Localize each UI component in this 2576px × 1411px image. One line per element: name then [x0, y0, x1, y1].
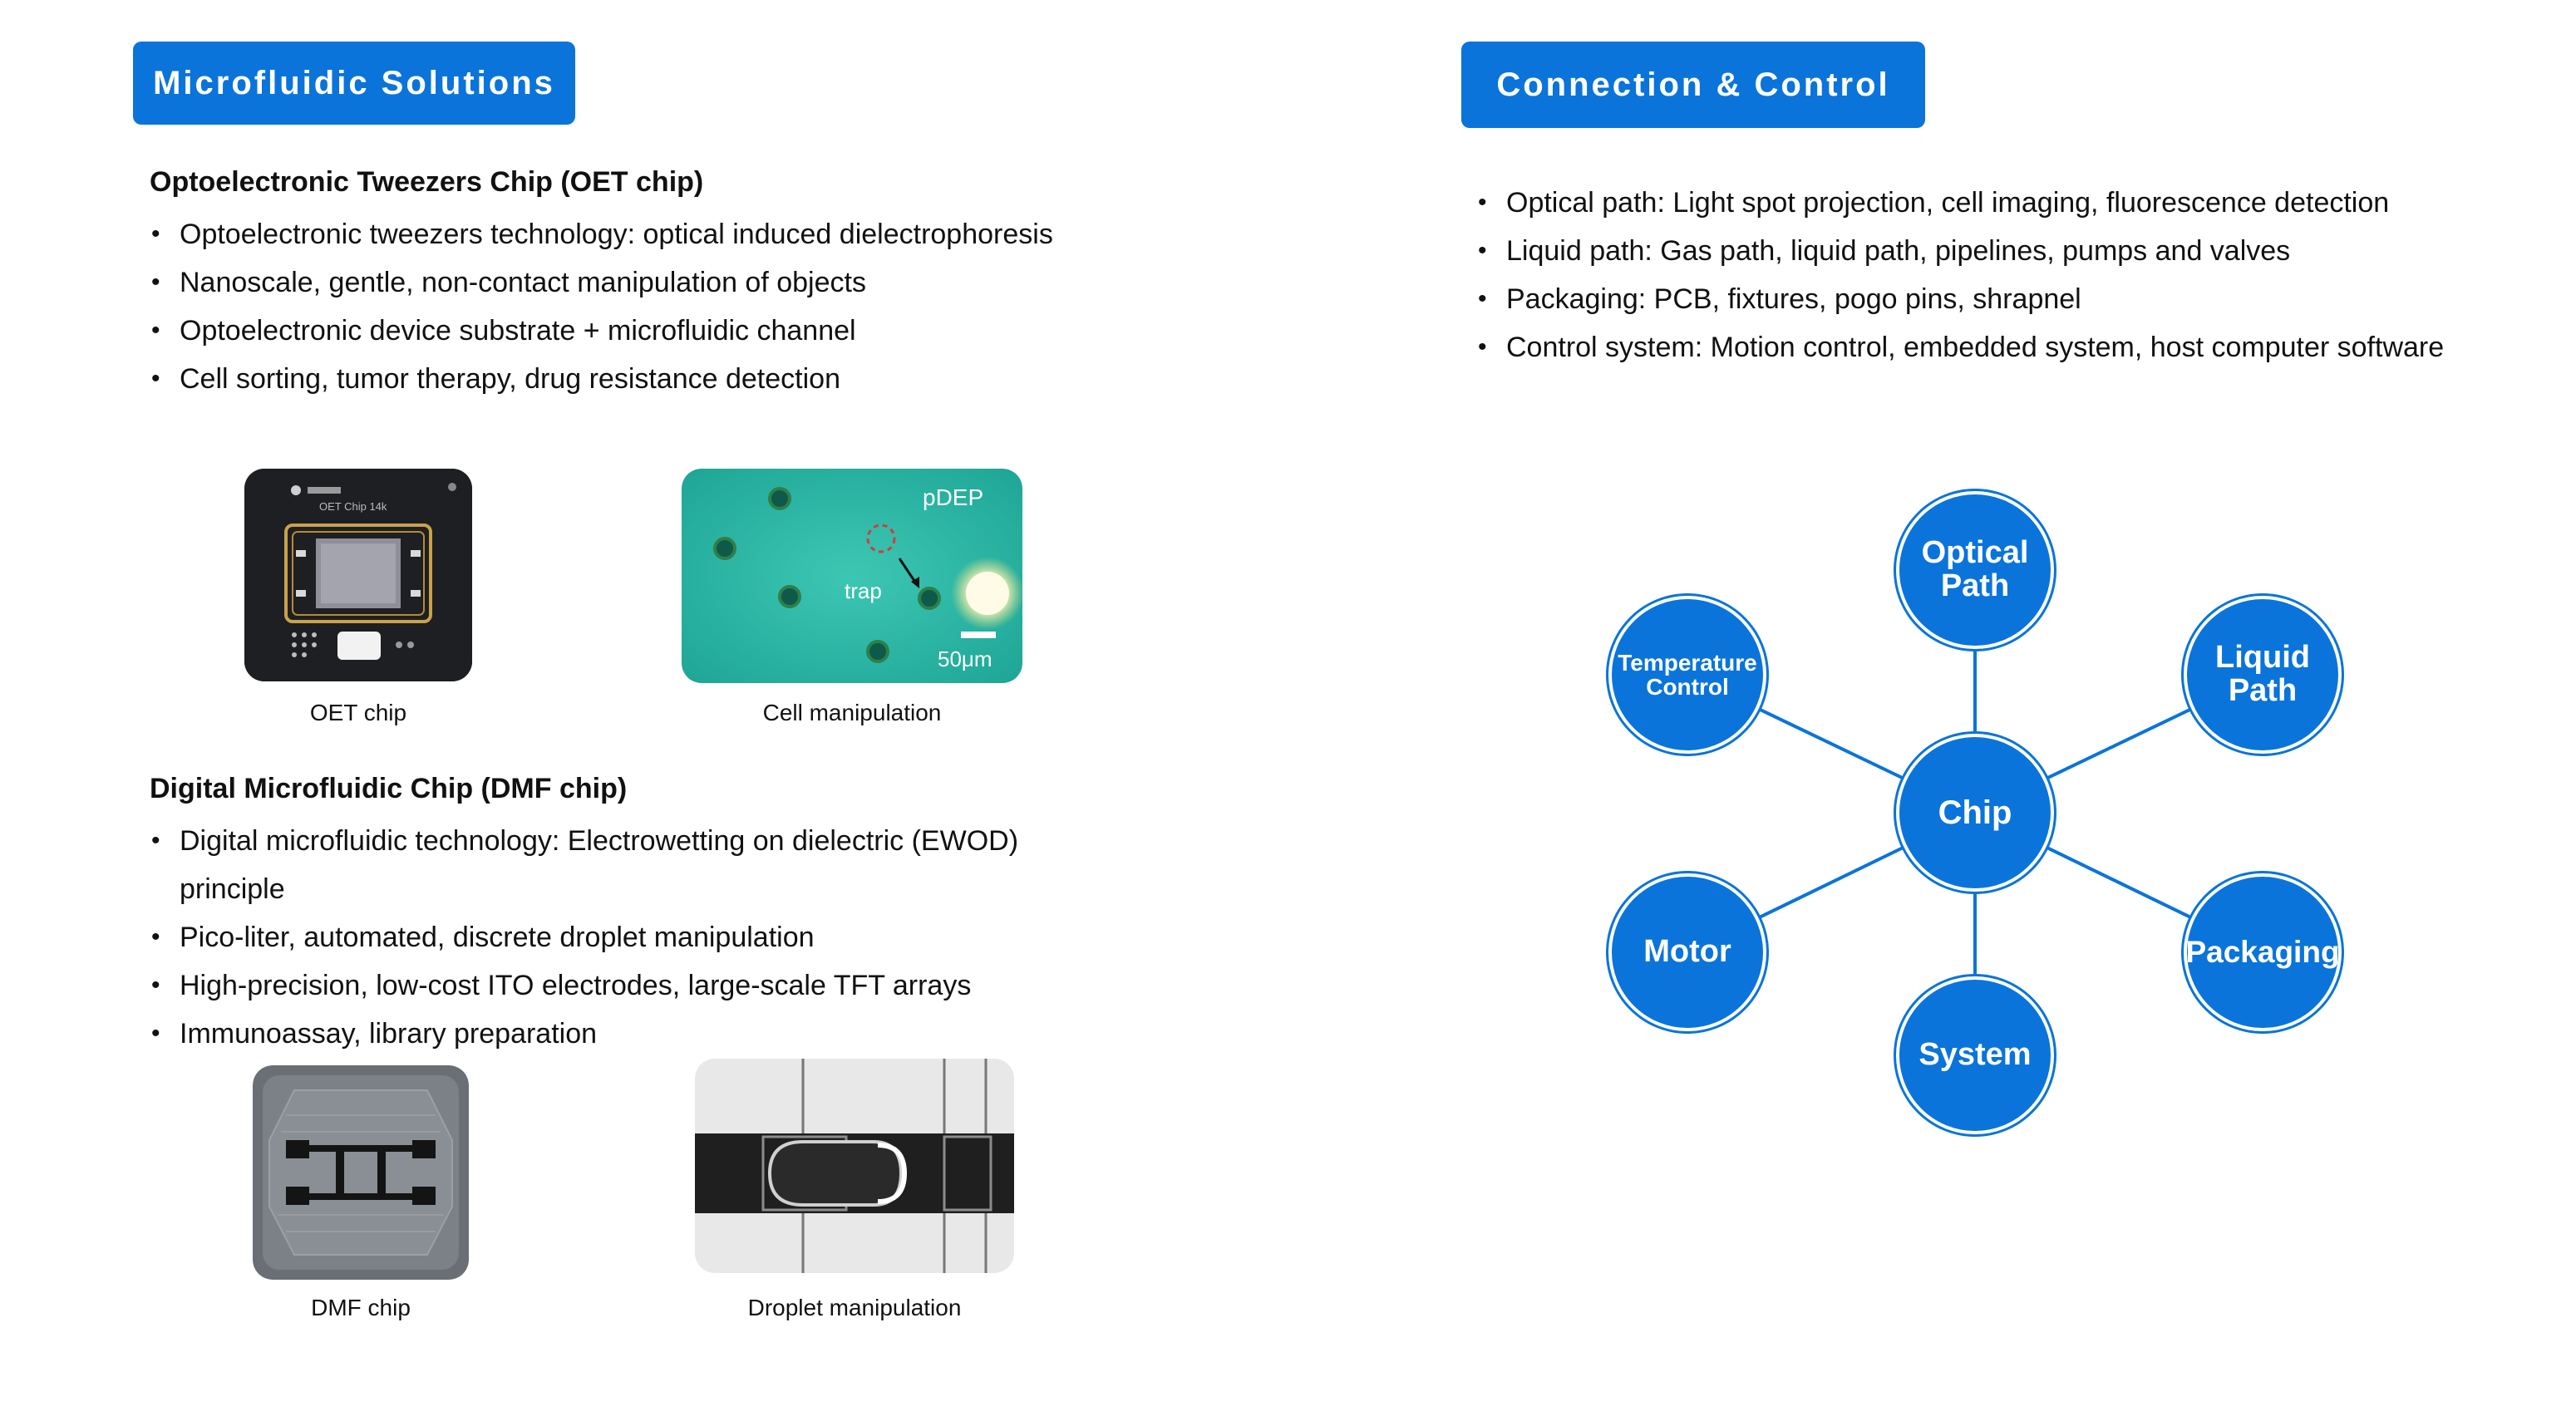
list-item: Optoelectronic device substrate + microf… [150, 307, 1230, 355]
list-item: Immunoassay, library preparation [150, 1010, 1114, 1058]
motor-label: Motor [1643, 934, 1731, 970]
pdep-label: pDEP [923, 484, 983, 510]
droplet-manipulation-caption: Droplet manipulation [747, 1295, 962, 1320]
header-label: Microfluidic Solutions [153, 64, 555, 101]
droplet-manipulation-drawing [695, 1059, 1014, 1273]
list-item: High-precision, low-cost ITO electrodes,… [150, 961, 1114, 1010]
list-item: Optoelectronic tweezers technology: opti… [150, 210, 1230, 258]
list-item: Control system: Motion control, embedded… [1476, 323, 2557, 371]
oet-chip-drawing: OET Chip 14k [244, 469, 472, 681]
droplet-manipulation-image [695, 1059, 1014, 1273]
optical-path-label: Optical Path [1921, 535, 2029, 603]
header-label: Connection & Control [1496, 66, 1890, 103]
dmf-bullet-list: Digital microfluidic technology: Electro… [150, 817, 1114, 1058]
chip-node-label: Chip [1938, 794, 2012, 831]
optical-path-node: Optical Path [1896, 491, 2054, 649]
cell-manipulation-drawing: trap pDEP 50μm [682, 469, 1022, 683]
list-item: Pico-liter, automated, discrete droplet … [150, 913, 1114, 961]
dmf-chip-caption: DMF chip [311, 1295, 411, 1320]
list-item: Optical path: Light spot projection, cel… [1476, 179, 2557, 227]
oet-section-title: Optoelectronic Tweezers Chip (OET chip) [150, 166, 704, 198]
dmf-section-title: Digital Microfluidic Chip (DMF chip) [150, 773, 628, 804]
liquid-path-label: Liquid Path [2215, 640, 2310, 708]
motor-node: Motor [1608, 873, 1766, 1031]
dmf-chip-image [253, 1065, 469, 1280]
cell-manipulation-image: trap pDEP 50μm [682, 469, 1022, 683]
packaging-node: Packaging [2184, 873, 2342, 1031]
list-item: Liquid path: Gas path, liquid path, pipe… [1476, 227, 2557, 275]
dmf-chip-drawing [253, 1065, 469, 1280]
chip-node: Chip [1896, 734, 2054, 892]
list-item: Cell sorting, tumor therapy, drug resist… [150, 355, 1230, 403]
list-item: Packaging: PCB, fixtures, pogo pins, shr… [1476, 275, 2557, 323]
cell-manipulation-caption: Cell manipulation [762, 700, 942, 725]
list-item: Nanoscale, gentle, non-contact manipulat… [150, 258, 1230, 307]
connection-bullet-list: Optical path: Light spot projection, cel… [1476, 179, 2557, 371]
system-label: System [1918, 1037, 2032, 1073]
list-item: Digital microfluidic technology: Electro… [150, 817, 1114, 913]
oet-chip-label: OET Chip 14k [319, 500, 387, 513]
oet-chip-caption: OET chip [309, 700, 407, 725]
packaging-label: Packaging [2185, 934, 2340, 969]
scale-label: 50μm [938, 647, 992, 671]
temperature-control-label: Temperature Control [1618, 649, 1757, 700]
liquid-path-node: Liquid Path [2184, 596, 2342, 754]
system-node: System [1896, 976, 2054, 1134]
oet-chip-image: OET Chip 14k [244, 469, 472, 681]
trap-label: trap [845, 578, 882, 603]
oet-bullet-list: Optoelectronic tweezers technology: opti… [150, 210, 1230, 403]
microfluidic-solutions-header: Microfluidic Solutions [133, 42, 575, 125]
temperature-control-node: Temperature Control [1608, 596, 1766, 754]
connection-control-header: Connection & Control [1461, 42, 1925, 128]
